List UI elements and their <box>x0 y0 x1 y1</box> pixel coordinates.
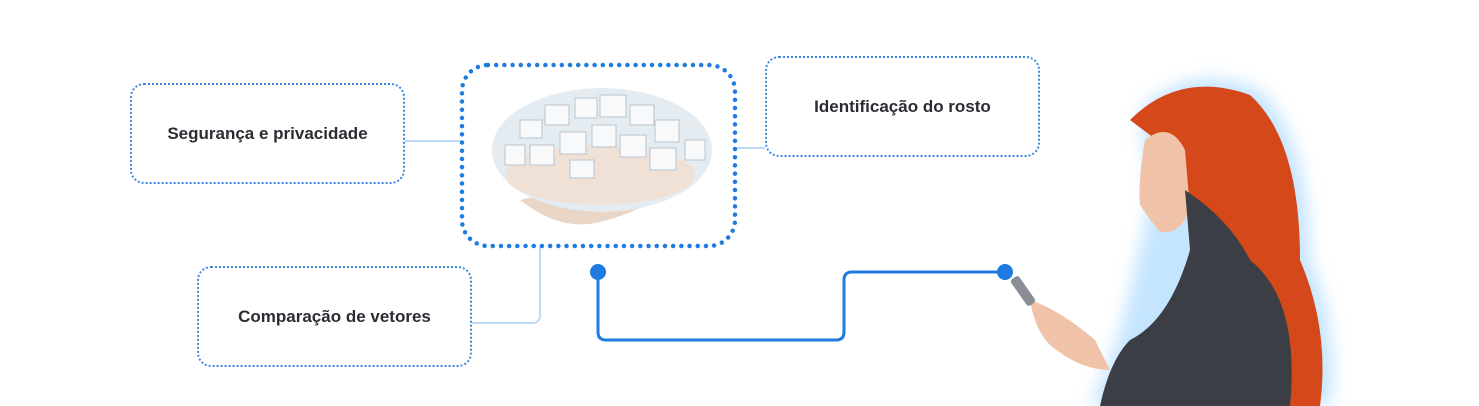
flow-start-dot <box>590 264 606 280</box>
woman-with-phone <box>1010 78 1333 406</box>
connector-vectors <box>472 247 541 324</box>
flow-line <box>596 270 1005 342</box>
connectors <box>405 140 765 324</box>
brain-icon <box>492 88 712 225</box>
node-face-id: Identificação do rosto <box>765 56 1040 157</box>
node-security: Segurança e privacidade <box>130 83 405 184</box>
flow-end-dot <box>997 264 1013 280</box>
node-vectors: Comparação de vetores <box>197 266 472 367</box>
